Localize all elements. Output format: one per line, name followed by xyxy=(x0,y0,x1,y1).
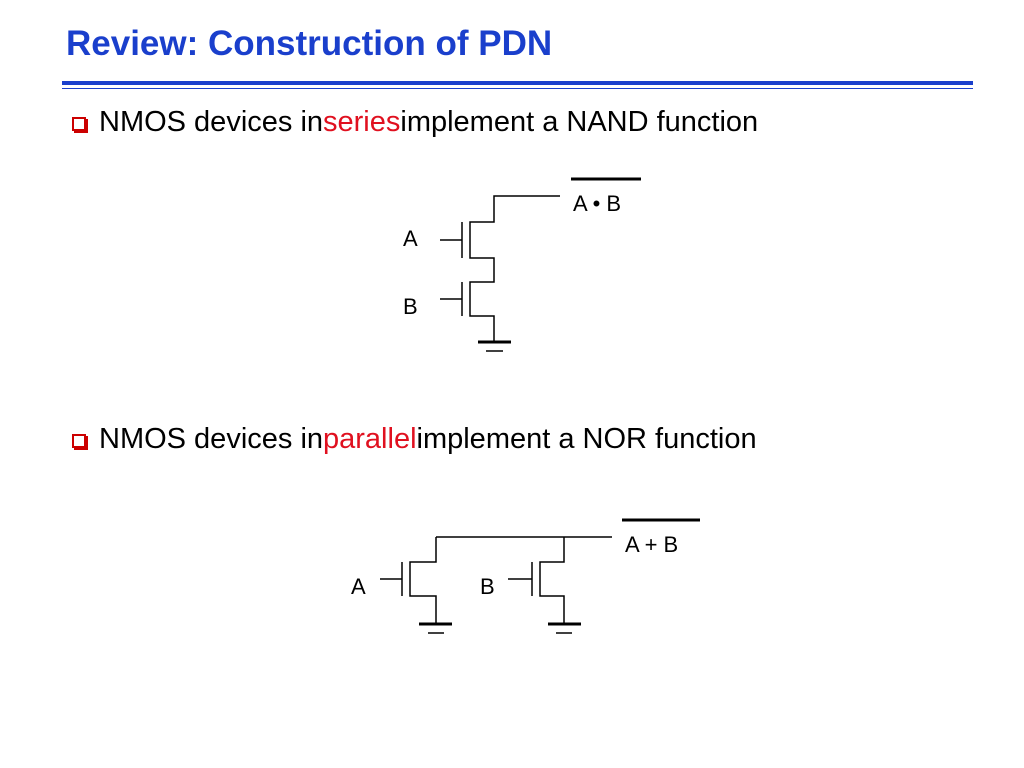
nand-series-circuit xyxy=(440,177,641,352)
nor-input-b-label: B xyxy=(480,574,495,599)
bullet-nor-highlight: parallel xyxy=(323,423,417,455)
checkbox-square-icon xyxy=(72,117,86,131)
bullet-nand-text-before: NMOS devices in xyxy=(99,106,324,138)
bullet-nand-highlight: series xyxy=(323,106,401,138)
title-underline-thick xyxy=(62,81,973,85)
nand-output-label: A • B xyxy=(573,191,621,216)
title-underline-thin xyxy=(62,88,973,89)
bullet-nor-text-before: NMOS devices in xyxy=(99,423,324,455)
nor-parallel-circuit xyxy=(380,518,700,634)
nand-input-b-label: B xyxy=(403,294,418,319)
nor-transistor-a-channel xyxy=(409,537,437,624)
nor-input-a-label: A xyxy=(351,574,366,599)
bullet-nor: NMOS devices in parallel implement a NOR… xyxy=(72,423,757,456)
bullet-nand: NMOS devices in series implement a NAND … xyxy=(72,106,758,139)
nor-transistor-b-channel xyxy=(539,537,565,624)
bullet-nand-text-after: implement a NAND function xyxy=(400,106,759,138)
nand-output-wire xyxy=(469,195,560,342)
nor-output-label: A + B xyxy=(625,532,678,557)
nand-input-a-label: A xyxy=(403,226,418,251)
checkbox-square-icon xyxy=(72,434,86,448)
slide-title: Review: Construction of PDN xyxy=(66,24,553,63)
bullet-nor-text-after: implement a NOR function xyxy=(416,423,757,455)
